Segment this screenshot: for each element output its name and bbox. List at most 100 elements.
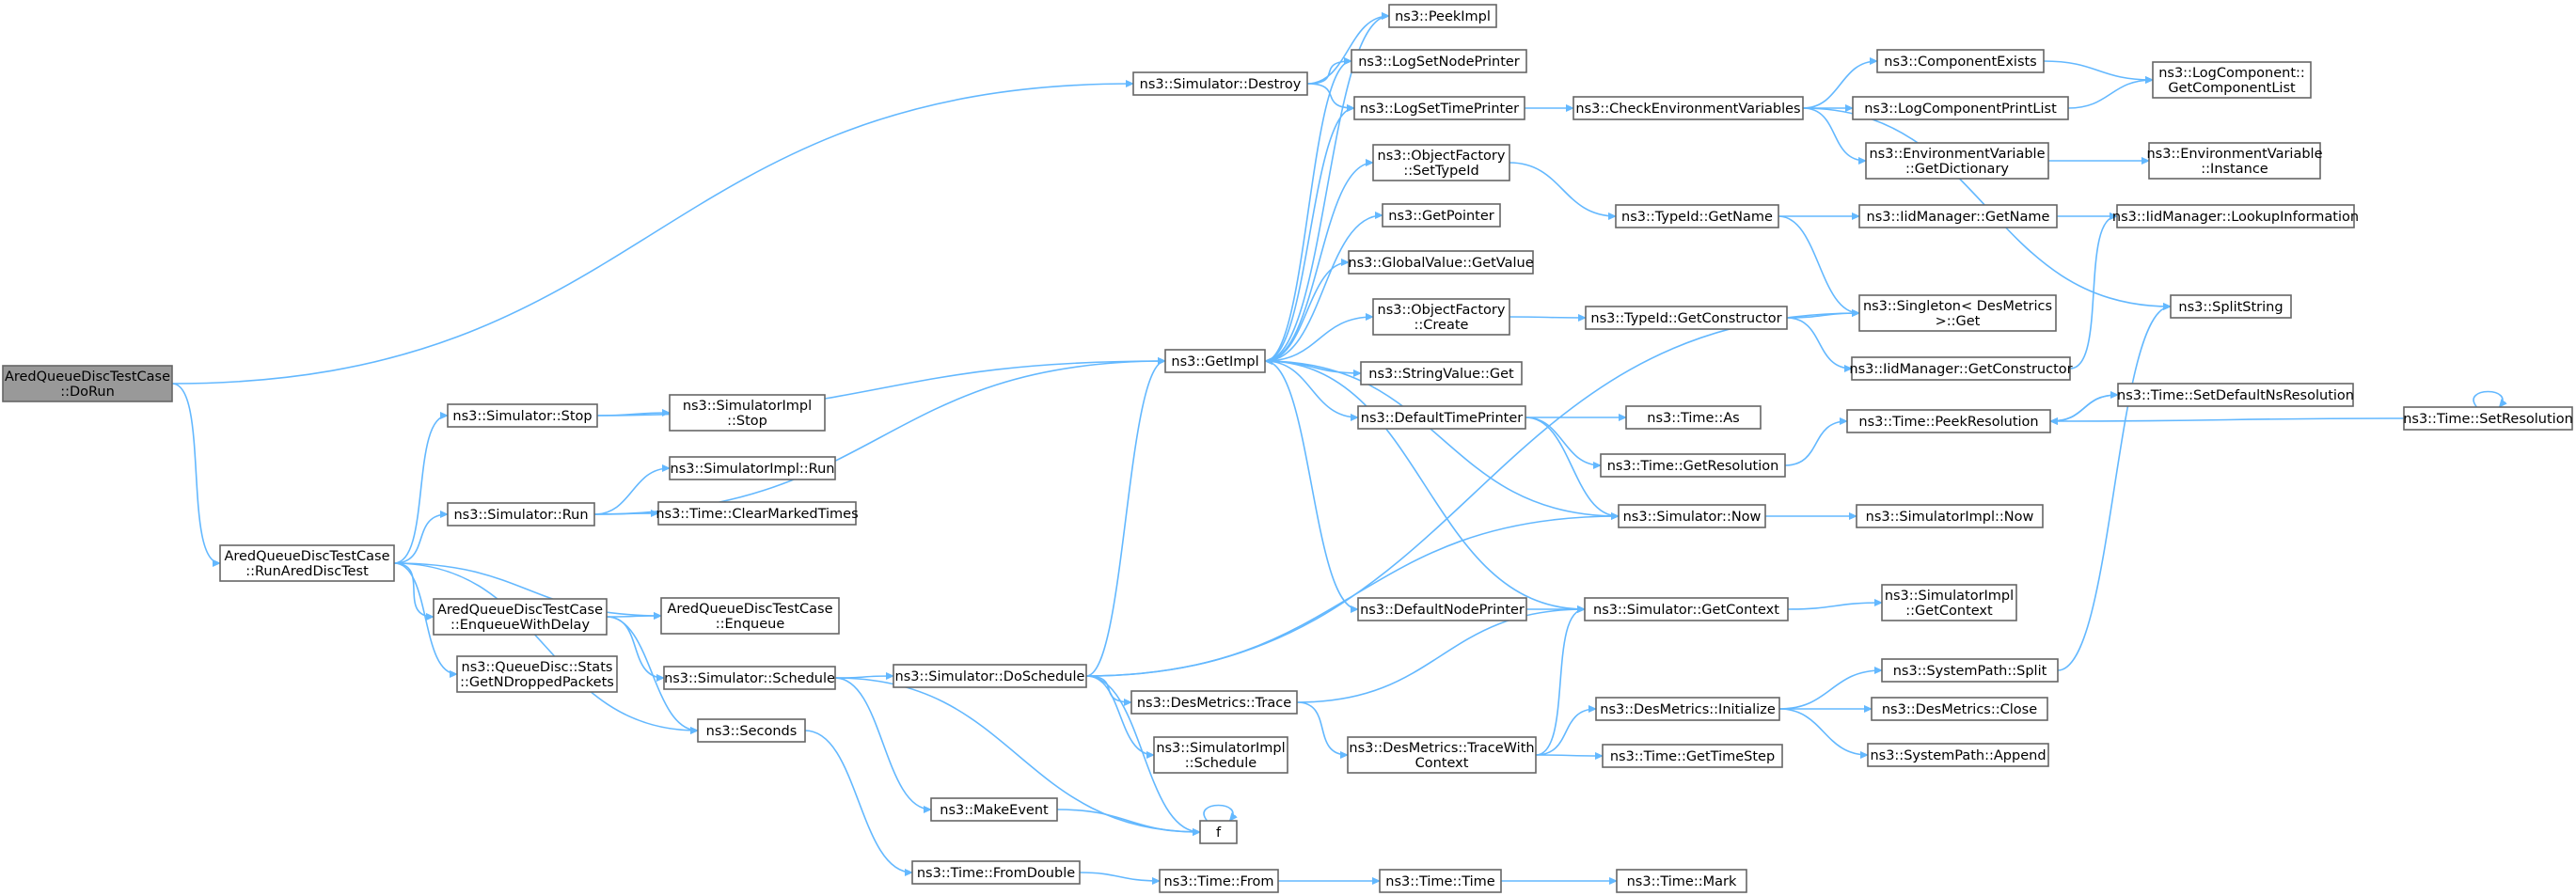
node-box bbox=[2, 365, 173, 402]
node-simimplschedule[interactable]: ns3::SimulatorImpl::Schedule bbox=[1153, 736, 1288, 774]
node-stringget[interactable]: ns3::StringValue::Get bbox=[1360, 361, 1523, 385]
node-deftimeprinter[interactable]: ns3::DefaultTimePrinter bbox=[1357, 405, 1526, 430]
node-objcreate[interactable]: ns3::ObjectFactory::Create bbox=[1372, 298, 1510, 336]
node-simimplstop[interactable]: ns3::SimulatorImpl::Stop bbox=[669, 394, 826, 432]
node-box bbox=[1347, 736, 1537, 774]
node-splitstring[interactable]: ns3::SplitString bbox=[2170, 294, 2292, 319]
node-simschedule[interactable]: ns3::Simulator::Schedule bbox=[663, 666, 836, 690]
node-logcompprint[interactable]: ns3::LogComponentPrintList bbox=[1852, 96, 2069, 120]
edge-typeidgetctor-to-iidgetctor bbox=[1786, 317, 1852, 369]
node-label: ns3::ObjectFactory bbox=[1378, 149, 1506, 164]
node-enqdelay[interactable]: AredQueueDiscTestCase::EnqueueWithDelay bbox=[433, 598, 608, 636]
node-label: ::Instance bbox=[2201, 162, 2268, 177]
node-iidgetctor[interactable]: ns3::IidManager::GetConstructor bbox=[1849, 356, 2073, 381]
node-logcompget[interactable]: ns3::LogComponent::GetComponentList bbox=[2152, 61, 2312, 99]
node-desmtrace[interactable]: ns3::DesMetrics::Trace bbox=[1130, 690, 1298, 715]
node-label: ns3::SimulatorImpl bbox=[1156, 741, 1285, 756]
edge-doschedule-to-getimpl bbox=[1085, 361, 1165, 677]
node-defnodeprinter[interactable]: ns3::DefaultNodePrinter bbox=[1357, 597, 1527, 621]
node-label: ::RunAredDiscTest bbox=[245, 564, 369, 579]
node-seconds[interactable]: ns3::Seconds bbox=[697, 718, 806, 743]
node-compexists[interactable]: ns3::ComponentExists bbox=[1876, 49, 2045, 73]
node-fromdouble[interactable]: ns3::Time::FromDouble bbox=[911, 860, 1081, 885]
edge-getimpl-to-logsettime bbox=[1264, 108, 1354, 362]
node-label: ::SetTypeId bbox=[1403, 164, 1478, 179]
node-desmclose[interactable]: ns3::DesMetrics::Close bbox=[1871, 697, 2048, 721]
edge-setres-to-setres bbox=[2473, 390, 2503, 408]
node-doschedule[interactable]: ns3::Simulator::DoSchedule bbox=[893, 664, 1087, 688]
node-logsetnode[interactable]: ns3::LogSetNodePrinter bbox=[1351, 49, 1527, 73]
node-label: ::Schedule bbox=[1185, 756, 1256, 771]
node-dorun[interactable]: AredQueueDiscTestCase::DoRun bbox=[2, 365, 173, 402]
node-box bbox=[1851, 356, 2071, 381]
node-simimplnow[interactable]: ns3::SimulatorImpl::Now bbox=[1856, 504, 2044, 528]
node-label: ns3::LogSetTimePrinter bbox=[1360, 102, 1519, 117]
node-label: ns3::SimulatorImpl::Now bbox=[1866, 510, 2034, 525]
node-syspathsplit[interactable]: ns3::SystemPath::Split bbox=[1881, 658, 2059, 683]
node-enqueue[interactable]: AredQueueDiscTestCase::Enqueue bbox=[660, 597, 840, 635]
node-simnow[interactable]: ns3::Simulator::Now bbox=[1618, 504, 1766, 528]
node-label: ns3::Time::As bbox=[1647, 411, 1739, 426]
node-simrun[interactable]: ns3::Simulator::Run bbox=[447, 502, 595, 527]
node-logsettime[interactable]: ns3::LogSetTimePrinter bbox=[1353, 96, 1525, 120]
edge-desmtracewith-to-simgetctx bbox=[1535, 609, 1585, 756]
node-typeidgetname[interactable]: ns3::TypeId::GetName bbox=[1615, 204, 1779, 228]
node-timeas[interactable]: ns3::Time::As bbox=[1625, 405, 1762, 430]
node-iidgetname[interactable]: ns3::IidManager::GetName bbox=[1858, 204, 2058, 228]
node-simimplrun[interactable]: ns3::SimulatorImpl::Run bbox=[669, 456, 836, 480]
node-timetime[interactable]: ns3::Time::Time bbox=[1379, 869, 1502, 893]
node-simgetctx[interactable]: ns3::Simulator::GetContext bbox=[1584, 597, 1789, 621]
node-timegetres[interactable]: ns3::Time::GetResolution bbox=[1600, 453, 1786, 478]
edge-simgetctx-to-getimpl bbox=[1265, 361, 1586, 610]
node-setdefaultns[interactable]: ns3::Time::SetDefaultNsResolution bbox=[2117, 383, 2354, 407]
node-syspathappend[interactable]: ns3::SystemPath::Append bbox=[1867, 743, 2049, 767]
edge-desmtrace-to-simgetctx bbox=[1296, 609, 1585, 703]
node-simstop[interactable]: ns3::Simulator::Stop bbox=[447, 403, 598, 428]
node-box bbox=[1852, 96, 2069, 120]
node-label: AredQueueDiscTestCase bbox=[437, 603, 603, 618]
node-makeevent[interactable]: ns3::MakeEvent bbox=[930, 797, 1058, 822]
edge-runared-to-simrun bbox=[393, 514, 448, 564]
node-label: ns3::LogComponentPrintList bbox=[1864, 102, 2057, 117]
node-label: ns3::Time::GetTimeStep bbox=[1610, 749, 1775, 764]
node-setres[interactable]: ns3::Time::SetResolution bbox=[2403, 406, 2573, 431]
edge-deftimeprinter-to-simnow bbox=[1525, 417, 1619, 516]
node-simimplgetctx[interactable]: ns3::SimulatorImpl::GetContext bbox=[1881, 584, 2017, 621]
node-typeidgetctor[interactable]: ns3::TypeId::GetConstructor bbox=[1585, 306, 1788, 330]
node-timegetstep[interactable]: ns3::Time::GetTimeStep bbox=[1602, 744, 1783, 768]
edge-getimpl-to-peekimpl bbox=[1264, 16, 1389, 362]
node-timepeekres[interactable]: ns3::Time::PeekResolution bbox=[1846, 409, 2051, 433]
node-runared[interactable]: AredQueueDiscTestCase::RunAredDiscTest bbox=[219, 544, 395, 582]
node-getndropped[interactable]: ns3::QueueDisc::Stats::GetNDroppedPacket… bbox=[456, 655, 618, 693]
node-envgetdict[interactable]: ns3::EnvironmentVariable::GetDictionary bbox=[1865, 142, 2049, 180]
node-objsettypeid[interactable]: ns3::ObjectFactory::SetTypeId bbox=[1372, 144, 1510, 181]
node-getimpl[interactable]: ns3::GetImpl bbox=[1164, 349, 1266, 373]
node-box bbox=[219, 544, 395, 582]
node-desminit[interactable]: ns3::DesMetrics::Initialize bbox=[1595, 697, 1780, 721]
node-box bbox=[1595, 697, 1780, 721]
node-label: ns3::GetPointer bbox=[1388, 209, 1494, 224]
node-box bbox=[657, 501, 857, 526]
node-getpointer[interactable]: ns3::GetPointer bbox=[1382, 203, 1501, 228]
node-timemark[interactable]: ns3::Time::Mark bbox=[1616, 869, 1747, 893]
node-box bbox=[2148, 142, 2321, 180]
node-globalget[interactable]: ns3::GlobalValue::GetValue bbox=[1348, 250, 1534, 275]
node-label: ns3::Time::ClearMarkedTimes bbox=[656, 507, 858, 522]
node-label: ns3::IidManager::GetName bbox=[1867, 210, 2050, 225]
node-singleton[interactable]: ns3::Singleton< DesMetrics >::Get bbox=[1858, 294, 2057, 332]
node-box bbox=[669, 394, 826, 432]
node-box bbox=[1372, 144, 1510, 181]
node-simdestroy[interactable]: ns3::Simulator::Destroy bbox=[1132, 71, 1308, 96]
node-clearmarked[interactable]: ns3::Time::ClearMarkedTimes bbox=[656, 501, 859, 526]
node-label: ::EnqueueWithDelay bbox=[450, 618, 590, 633]
node-peekimpl[interactable]: ns3::PeekImpl bbox=[1388, 4, 1497, 28]
node-label: ns3::EnvironmentVariable bbox=[1869, 147, 2045, 162]
node-label: ns3::GetImpl bbox=[1171, 354, 1258, 369]
node-f[interactable]: f bbox=[1199, 820, 1238, 844]
node-iidlookup[interactable]: ns3::IidManager::LookupInformation bbox=[2112, 204, 2359, 228]
node-box bbox=[1858, 204, 2058, 228]
node-timefrom[interactable]: ns3::Time::From bbox=[1159, 869, 1279, 893]
node-envinstance[interactable]: ns3::EnvironmentVariable::Instance bbox=[2146, 142, 2323, 180]
node-checkenv[interactable]: ns3::CheckEnvironmentVariables bbox=[1572, 96, 1804, 120]
